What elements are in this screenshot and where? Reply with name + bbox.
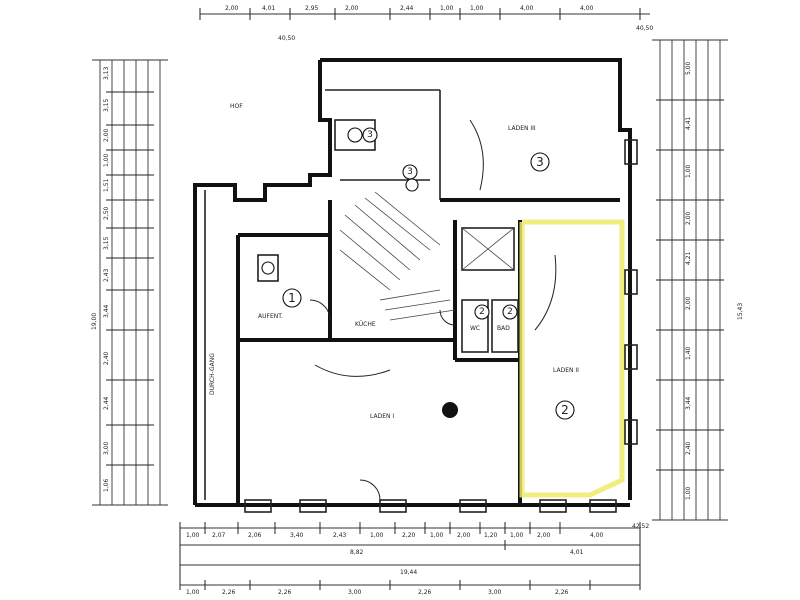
right-dim-4: 2,00 [685,211,692,225]
room-number-small-4: 2 [507,307,513,317]
room-number-small-3: 2 [479,307,485,317]
top-dim-1: 2,00 [225,5,239,12]
room-labels: LADEN I LADEN II LADEN III AUFENT. KÜCHE… [209,103,579,420]
left-dim-13: 1,06 [103,478,110,492]
door-swings [309,119,557,501]
bottom-dim-row3-1: 19,44 [400,569,417,576]
bottom-dim-5: 2,43 [333,532,347,539]
bottom-dim-row4-6: 3,00 [488,589,502,596]
left-dim-11: 2,44 [103,396,110,410]
left-dimension-chain: 3,13 3,15 2,00 1,00 1,51 2,50 3,15 2,43 … [91,59,168,506]
furniture [257,119,419,282]
room-number-small-1: 3 [367,130,373,140]
building-walls [193,58,632,507]
label-laden-ii: LADEN II [553,367,579,374]
label-laden-i: LADEN I [370,413,394,420]
right-dim-3: 1,00 [685,164,692,178]
bottom-dim-row4-4: 3,00 [348,589,362,596]
label-laden-iii: LADEN III [508,125,536,132]
room-number-2: 2 [561,403,569,417]
top-dim-3: 2,95 [305,5,319,12]
room-circles: 1 2 3 3 3 2 2 [282,127,575,420]
windows-bottom [244,499,617,513]
bottom-dim-row2-2: 4,01 [570,549,584,556]
bottom-dim-4: 3,40 [290,532,304,539]
right-dimension-chain: 5,00 4,41 1,00 2,00 4,21 2,00 1,40 3,44 … [652,39,744,521]
right-dim-8: 3,44 [685,396,692,410]
bottom-dim-row2-1: 8,82 [350,549,364,556]
left-dim-1: 3,13 [103,66,110,80]
label-wc: WC [470,325,480,332]
label-bad: BAD [497,325,510,332]
label-hof: HOF [230,103,243,110]
left-dim-7: 3,15 [103,236,110,250]
corner-marks: 40,50 40,50 42,52 [278,25,653,530]
left-dim-5: 1,51 [103,178,110,192]
right-dim-5: 4,21 [685,251,692,265]
right-dim-7: 1,40 [685,346,692,360]
left-dim-2: 3,15 [103,98,110,112]
top-dim-9: 4,00 [580,5,594,12]
bottom-dim-3: 2,06 [248,532,262,539]
top-dim-2: 4,01 [262,5,276,12]
corner-mark-2: 40,50 [636,25,653,32]
right-dim-1: 5,00 [685,61,692,75]
windows-right [624,139,638,445]
bottom-dim-11: 1,00 [510,532,524,539]
room-number-1: 1 [288,291,296,305]
room-number-3: 3 [536,155,544,169]
bottom-dim-2: 2,07 [212,532,226,539]
left-dim-4: 1,00 [103,153,110,167]
bottom-dim-9: 2,00 [457,532,471,539]
bottom-dim-row4-2: 2,26 [222,589,236,596]
bottom-dim-10: 1,20 [484,532,498,539]
label-durchgang: DURCH-GANG [209,353,216,395]
left-dim-12: 3,00 [103,441,110,455]
right-dim-9: 2,40 [685,441,692,455]
room-number-small-2: 3 [407,167,413,177]
bottom-dim-row4-1: 1,00 [186,589,200,596]
bottom-dim-6: 1,00 [370,532,384,539]
top-dim-6: 1,00 [440,5,454,12]
right-dim-2: 4,41 [685,116,692,130]
column-dot [442,402,458,418]
bottom-dim-8: 1,00 [430,532,444,539]
left-dim-6: 2,50 [103,206,110,220]
left-dim-8: 2,43 [103,268,110,282]
right-dim-6: 2,00 [685,296,692,310]
right-dim-total: 15,43 [737,303,744,320]
corner-mark-1: 40,50 [278,35,295,42]
bottom-dimension-chain: 1,00 2,07 2,06 3,40 2,43 1,00 2,20 1,00 … [179,522,641,596]
top-dim-5: 2,44 [400,5,414,12]
bottom-dim-7: 2,20 [402,532,416,539]
highlight-laden-ii [519,219,625,498]
left-dim-3: 2,00 [103,128,110,142]
top-dim-4: 2,00 [345,5,359,12]
top-dim-7: 1,00 [470,5,484,12]
left-dim-10: 2,40 [103,351,110,365]
bottom-dim-13: 4,00 [590,532,604,539]
bottom-dim-row4-3: 2,26 [278,589,292,596]
staircase [339,191,456,321]
left-dim-total: 19,00 [91,313,98,330]
bottom-dim-12: 2,00 [537,532,551,539]
bottom-dim-row4-5: 2,26 [418,589,432,596]
top-dim-8: 4,00 [520,5,534,12]
bottom-dim-row4-7: 2,26 [555,589,569,596]
corner-mark-3: 42,52 [632,523,649,530]
bottom-dim-1: 1,00 [186,532,200,539]
label-kueche: KÜCHE [355,321,376,328]
right-dim-10: 1,00 [685,486,692,500]
left-dim-9: 3,44 [103,304,110,318]
label-aufent: AUFENT. [258,313,283,320]
top-dimension-chain: 2,00 4,01 2,95 2,00 2,44 1,00 1,00 4,00 … [199,5,650,20]
